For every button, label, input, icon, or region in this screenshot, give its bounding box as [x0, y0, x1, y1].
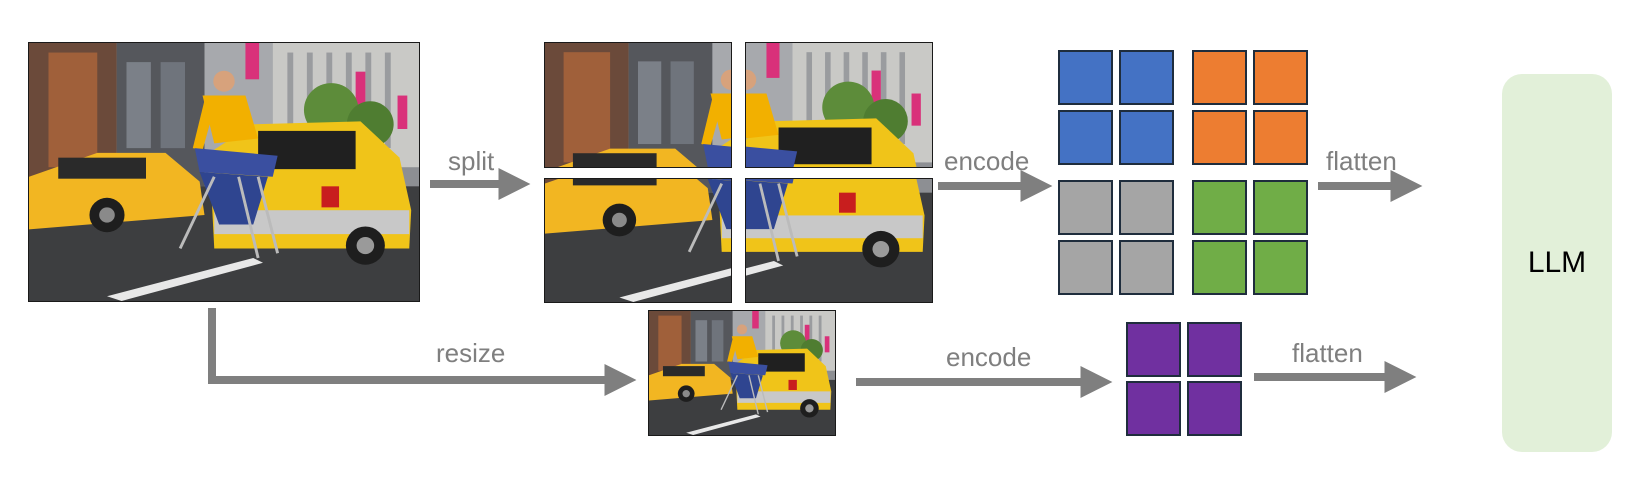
- resize-label: resize: [436, 338, 506, 368]
- encode-top-label: encode: [944, 146, 1030, 176]
- token-green: [1253, 180, 1308, 235]
- split-label: split: [448, 146, 495, 176]
- token-green: [1192, 180, 1247, 235]
- token-orange: [1253, 110, 1308, 165]
- resized-image: [648, 310, 836, 436]
- split-tile-top-left: [544, 42, 732, 168]
- token-purple: [1187, 381, 1242, 436]
- token-green: [1192, 240, 1247, 295]
- llm-block: LLM: [1502, 74, 1612, 452]
- flatten-top-label: flatten: [1326, 146, 1397, 176]
- resize-arrow: [208, 308, 637, 396]
- encode-bottom-label: encode: [946, 342, 1032, 372]
- token-blue: [1058, 50, 1113, 105]
- token-purple: [1187, 322, 1242, 377]
- token-blue: [1058, 110, 1113, 165]
- token-gray: [1119, 240, 1174, 295]
- token-purple: [1126, 381, 1181, 436]
- token-gray: [1058, 240, 1113, 295]
- token-orange: [1192, 50, 1247, 105]
- original-image: [28, 42, 420, 302]
- llm-label: LLM: [1527, 246, 1587, 279]
- split-tile-top-right: [745, 42, 933, 168]
- token-blue: [1119, 50, 1174, 105]
- flatten-bottom-label: flatten: [1292, 338, 1363, 368]
- token-orange: [1253, 50, 1308, 105]
- token-blue: [1119, 110, 1174, 165]
- token-gray: [1119, 180, 1174, 235]
- token-gray: [1058, 180, 1113, 235]
- token-orange: [1192, 110, 1247, 165]
- split-tile-bottom-right: [745, 178, 933, 303]
- token-green: [1253, 240, 1308, 295]
- split-tile-bottom-left: [544, 178, 732, 303]
- token-purple: [1126, 322, 1181, 377]
